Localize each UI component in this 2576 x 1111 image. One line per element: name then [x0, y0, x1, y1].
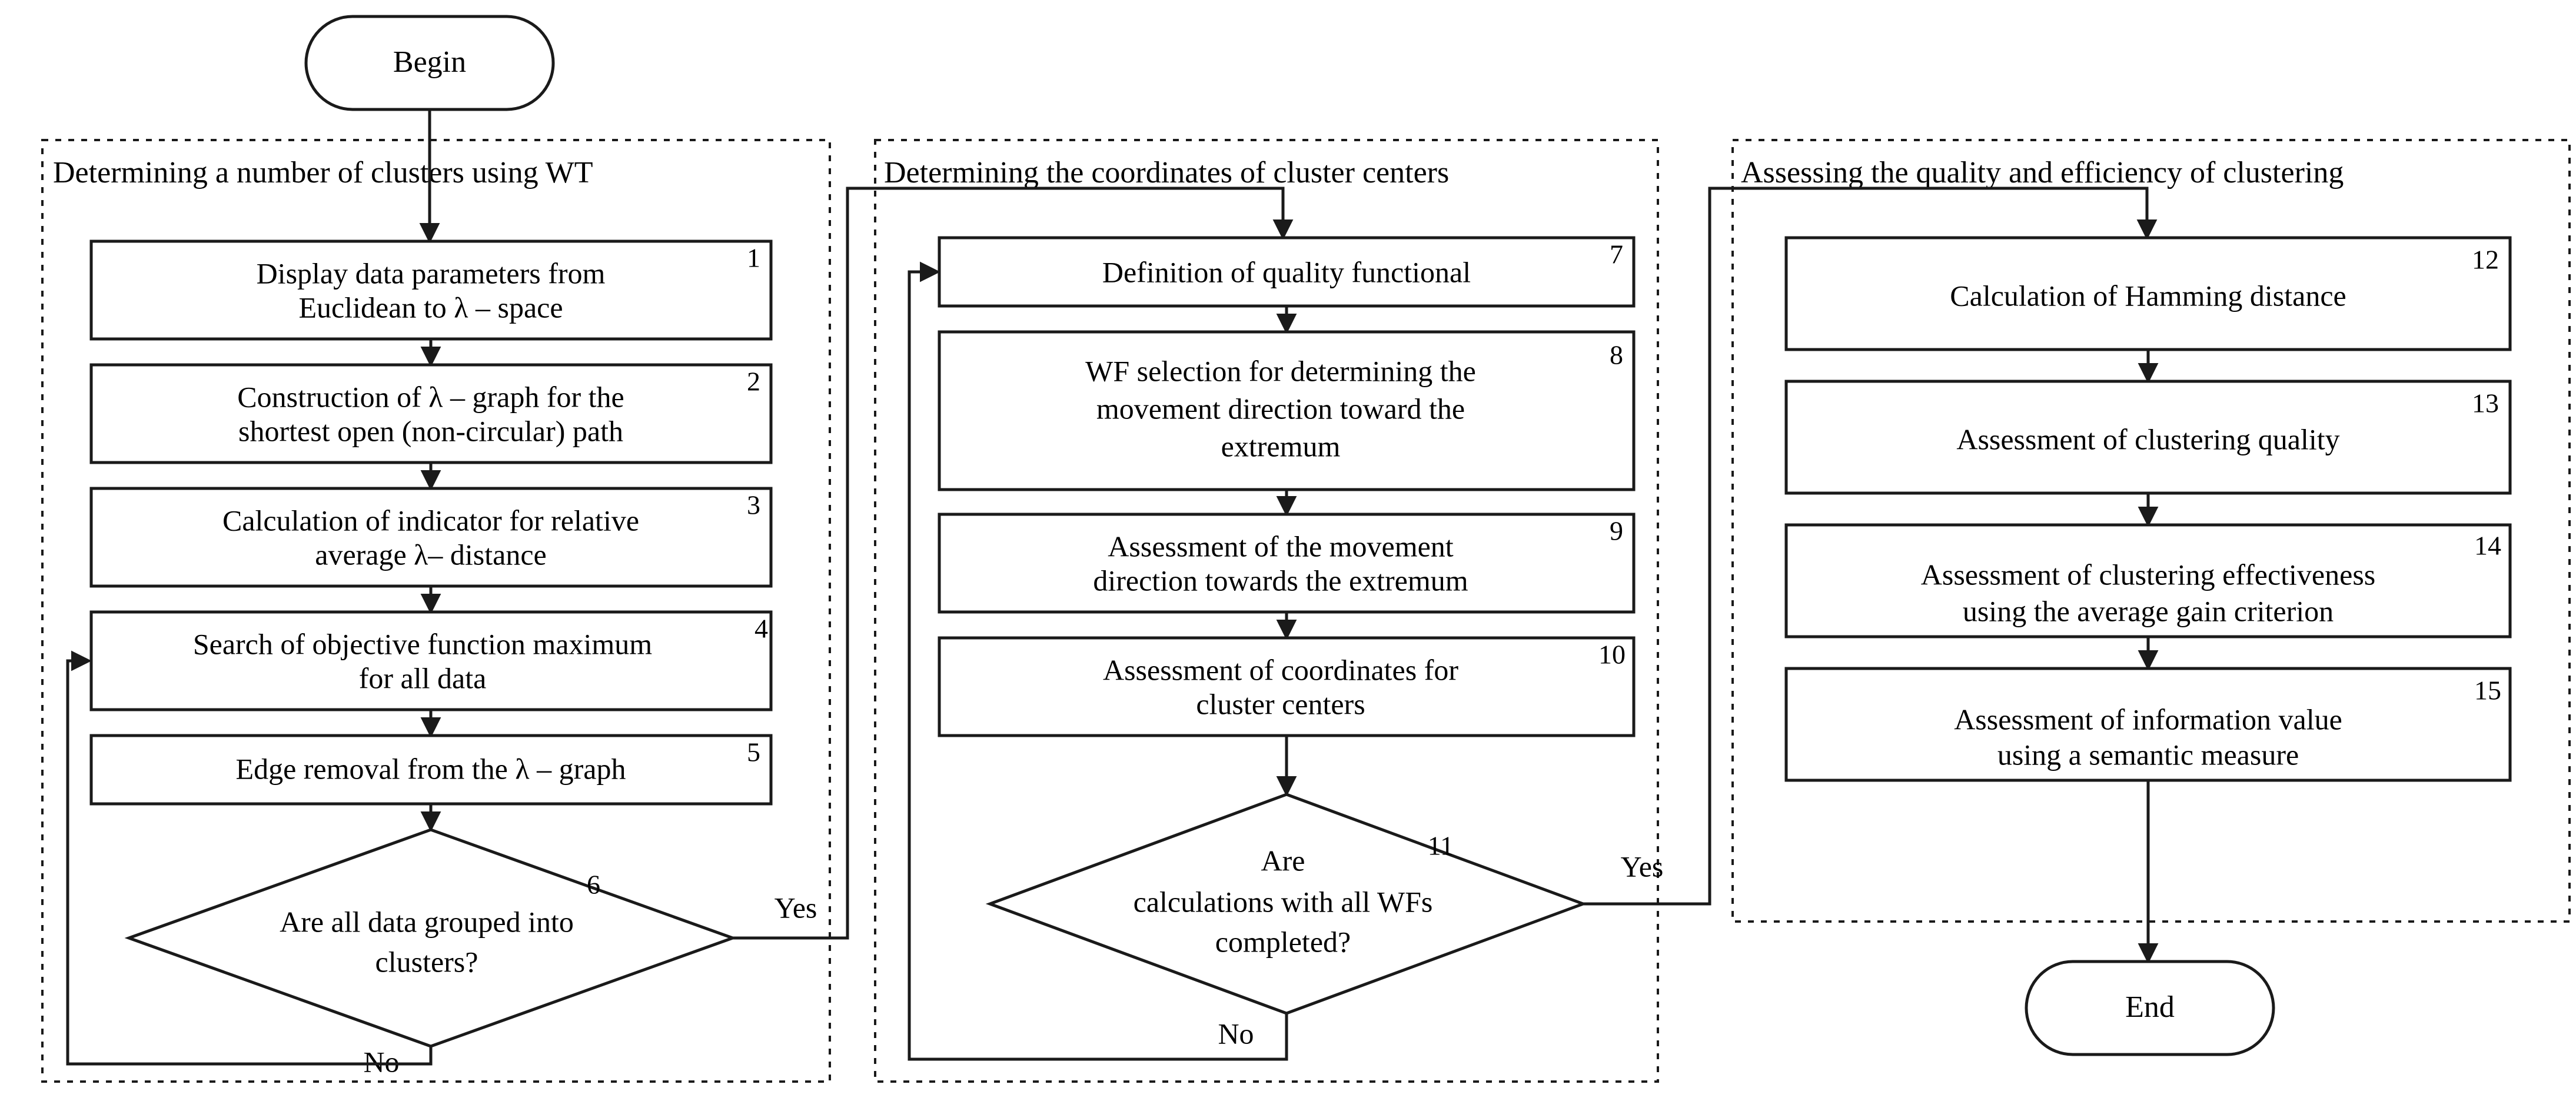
node-1-line-1: Display data parameters from	[257, 257, 606, 290]
node-9-line-1: Assessment of the movement	[1108, 530, 1454, 563]
group-box-3	[1731, 139, 2571, 923]
group-title-2: Determining the coordinates of cluster c…	[884, 156, 1449, 189]
node-9-number: 9	[1610, 516, 1623, 546]
node-8-line-3: extremum	[1221, 430, 1341, 463]
end-terminator	[2025, 960, 2275, 1056]
node-1-number: 1	[747, 243, 760, 273]
group-title-1: Determining a number of clusters using W…	[53, 156, 593, 189]
node-3-line-1: Calculation of indicator for relative	[222, 504, 639, 537]
group-title-3: Assessing the quality and efficiency of …	[1741, 156, 2344, 189]
node-6-line-2: clusters?	[375, 945, 478, 978]
node-2-line-1: Construction of λ – graph for the	[237, 380, 624, 413]
begin-label: Begin	[393, 45, 466, 79]
node-5-box	[89, 734, 773, 806]
node-15-box	[1784, 667, 2512, 782]
node-3-line-2: average λ– distance	[315, 538, 546, 571]
node-15-line-2: using a semantic measure	[1997, 738, 2299, 771]
node-6-no-label: No	[363, 1045, 399, 1078]
node-6-yes-label: Yes	[775, 891, 817, 924]
node-10-line-2: cluster centers	[1196, 687, 1365, 720]
node-3-number: 3	[747, 490, 760, 520]
group-box-1	[41, 139, 831, 1083]
node-7-number: 7	[1610, 240, 1623, 270]
node-10-box	[938, 636, 1636, 737]
node-8-number: 8	[1610, 340, 1623, 370]
node-13-number: 13	[2472, 388, 2499, 418]
node-14-line-2: using the average gain criterion	[1963, 594, 2334, 627]
node-10-line-1: Assessment of coordinates for	[1103, 653, 1458, 686]
node-7-line-1: Definition of quality functional	[1102, 255, 1471, 288]
node-10-number: 10	[1598, 640, 1626, 670]
node-3-box	[89, 487, 773, 588]
connector-6-no-to-4	[66, 650, 433, 1066]
node-4-line-1: Search of objective function maximum	[193, 627, 652, 660]
node-4-number: 4	[754, 614, 768, 644]
node-11-line-3: completed?	[1215, 925, 1351, 958]
node-11-no-label: No	[1218, 1017, 1254, 1050]
connector-6-yes-to-7	[733, 187, 1294, 940]
node-14-number: 14	[2474, 531, 2501, 561]
node-14-line-1: Assessment of clustering effectiveness	[1921, 558, 2376, 591]
node-9-line-2: direction towards the extremum	[1093, 564, 1468, 597]
node-5-line-1: Edge removal from the λ – graph	[236, 752, 626, 785]
node-8-line-1: WF selection for determining the	[1085, 354, 1476, 387]
node-6-number: 6	[587, 870, 600, 900]
node-15-number: 15	[2474, 676, 2501, 706]
node-12-box	[1784, 236, 2512, 351]
node-2-line-2: shortest open (non-circular) path	[238, 414, 623, 447]
node-13-box	[1784, 380, 2512, 495]
group-box-2	[874, 139, 1659, 1083]
node-6-line-1: Are all data grouped into	[280, 905, 574, 938]
node-1-box	[89, 240, 773, 341]
node-15-line-1: Assessment of information value	[1954, 703, 2342, 736]
node-11-line-2: calculations with all WFs	[1134, 885, 1433, 918]
end-label: End	[2125, 990, 2175, 1024]
node-9-box	[938, 513, 1636, 614]
node-11-number: 11	[1428, 831, 1454, 861]
node-4-line-2: for all data	[359, 661, 487, 694]
node-8-line-2: movement direction toward the	[1096, 392, 1465, 425]
node-1-line-2: Euclidean to λ – space	[298, 291, 563, 324]
node-11-yes-label: Yes	[1621, 850, 1664, 883]
node-4-box	[89, 610, 773, 711]
node-5-number: 5	[747, 737, 760, 767]
connector-11-no-to-7	[908, 261, 1288, 1061]
node-8-box	[938, 330, 1636, 491]
node-14-box	[1784, 523, 2512, 638]
node-12-number: 12	[2472, 245, 2499, 275]
node-13-line-1: Assessment of clustering quality	[1956, 423, 2339, 455]
node-2-box	[89, 363, 773, 464]
node-11-line-1: Are	[1261, 844, 1305, 877]
connector-11-yes-to-12	[1583, 187, 2158, 906]
node-12-line-1: Calculation of Hamming distance	[1950, 279, 2346, 312]
node-2-number: 2	[747, 367, 760, 397]
